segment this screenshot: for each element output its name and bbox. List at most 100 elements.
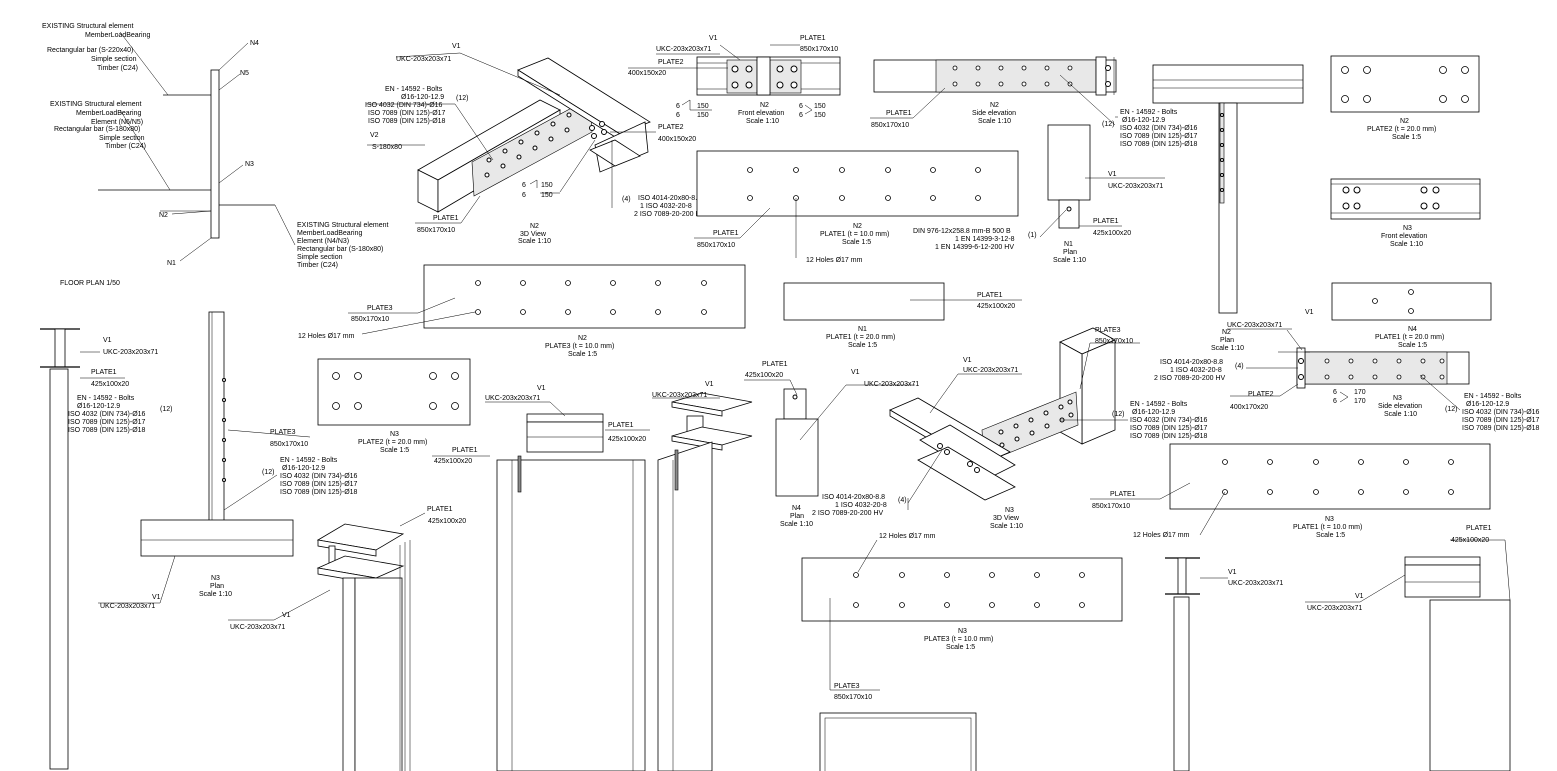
- iso-column-c: [657, 441, 713, 771]
- svg-text:6: 6: [676, 103, 680, 110]
- svg-text:V1: V1: [851, 369, 860, 376]
- svg-text:MemberLoadBearing: MemberLoadBearing: [85, 32, 150, 39]
- n4-plan: PLATE1 425x100x20 V1 UKC-203x203x71 N4 P…: [744, 361, 919, 528]
- svg-text:850x170x10: 850x170x10: [800, 46, 838, 53]
- n4-column: [775, 418, 819, 497]
- svg-text:(4): (4): [1235, 363, 1244, 370]
- svg-text:PLATE1 (t = 10.0 mm): PLATE1 (t = 10.0 mm): [820, 231, 889, 238]
- svg-text:N2: N2: [578, 335, 587, 342]
- svg-text:UKC-203x203x71: UKC-203x203x71: [485, 395, 540, 402]
- svg-text:EN - 14592 - Bolts: EN - 14592 - Bolts: [385, 86, 443, 93]
- svg-text:Simple section: Simple section: [297, 254, 343, 261]
- svg-text:N3: N3: [1393, 395, 1402, 402]
- svg-text:2 ISO 7089-20-200 HV: 2 ISO 7089-20-200 HV: [1154, 375, 1226, 382]
- svg-text:Scale 1:10: Scale 1:10: [1211, 345, 1244, 352]
- svg-text:Ø16-120-12.9: Ø16-120-12.9: [1466, 401, 1509, 408]
- svg-text:PLATE1: PLATE1: [1110, 491, 1136, 498]
- svg-text:12 Holes Ø17 mm: 12 Holes Ø17 mm: [879, 533, 936, 540]
- iso-column-b: [496, 459, 646, 771]
- n3-plate1-view: PLATE1 850x170x10 12 Holes Ø17 mm N3 PLA…: [1090, 443, 1491, 539]
- svg-text:1 ISO 4032-20-8: 1 ISO 4032-20-8: [640, 203, 692, 210]
- svg-text:Scale 1:5: Scale 1:5: [380, 447, 409, 454]
- svg-text:PLATE1: PLATE1: [713, 230, 739, 237]
- svg-text:Ø16-120-12.9: Ø16-120-12.9: [1132, 409, 1175, 416]
- svg-text:6: 6: [799, 103, 803, 110]
- svg-text:N3: N3: [390, 431, 399, 438]
- svg-text:S-180x80: S-180x80: [372, 144, 402, 151]
- svg-text:UKC-203x203x71: UKC-203x203x71: [230, 624, 285, 631]
- svg-text:ISO 7089 (DIN 125)-Ø17: ISO 7089 (DIN 125)-Ø17: [1130, 425, 1208, 432]
- svg-text:425x100x20: 425x100x20: [608, 436, 646, 443]
- svg-text:PLATE1: PLATE1: [886, 110, 912, 117]
- svg-text:N4: N4: [1408, 326, 1417, 333]
- svg-text:Plan: Plan: [1220, 337, 1234, 344]
- plate-n1: [1058, 199, 1080, 229]
- n2-plan: N2 Plan Scale 1:10: [1152, 64, 1304, 352]
- plate1-n2: [696, 150, 1019, 217]
- svg-text:PLATE1 (t = 20.0 mm): PLATE1 (t = 20.0 mm): [826, 334, 895, 341]
- svg-text:(12): (12): [456, 95, 468, 102]
- iso-column-a: [342, 577, 356, 771]
- svg-text:Simple section: Simple section: [99, 135, 145, 142]
- svg-text:EN - 14592 - Bolts: EN - 14592 - Bolts: [1464, 393, 1522, 400]
- svg-text:PLATE2: PLATE2: [658, 124, 684, 131]
- svg-text:PLATE1: PLATE1: [433, 215, 459, 222]
- svg-text:N2: N2: [1400, 118, 1409, 125]
- svg-text:N2: N2: [1222, 329, 1231, 336]
- svg-text:Rectangular bar (S-180x80): Rectangular bar (S-180x80): [297, 246, 383, 253]
- svg-text:PLATE3: PLATE3: [270, 429, 296, 436]
- svg-text:Timber (C24): Timber (C24): [105, 143, 146, 150]
- svg-text:Ø16-120-12.9: Ø16-120-12.9: [282, 465, 325, 472]
- n3-plan-beam: [140, 519, 294, 557]
- svg-text:PLATE1 (t = 10.0 mm): PLATE1 (t = 10.0 mm): [1293, 524, 1362, 531]
- svg-text:UKC-203x203x71: UKC-203x203x71: [396, 56, 451, 63]
- svg-text:ISO 7089 (DIN 125)-Ø18: ISO 7089 (DIN 125)-Ø18: [68, 427, 146, 434]
- svg-text:1 EN 14399-6-12-200 HV: 1 EN 14399-6-12-200 HV: [935, 244, 1014, 251]
- node-label-n3: N3: [245, 161, 254, 168]
- svg-text:Side elevation: Side elevation: [972, 110, 1016, 117]
- svg-text:ISO 4032 (DIN 734)-Ø16: ISO 4032 (DIN 734)-Ø16: [280, 473, 358, 480]
- n3-front-elevation: N3 Front elevation Scale 1:10: [1330, 178, 1481, 248]
- svg-text:ISO 7089 (DIN 125)-Ø17: ISO 7089 (DIN 125)-Ø17: [1462, 417, 1540, 424]
- svg-text:ISO 4032 (DIN 734)-Ø16: ISO 4032 (DIN 734)-Ø16: [68, 411, 146, 418]
- svg-text:PLATE1: PLATE1: [977, 292, 1003, 299]
- n3-plan-bolts: [222, 378, 226, 482]
- n2-plate2-view: N2 PLATE2 (t = 20.0 mm) Scale 1:5: [1330, 55, 1480, 141]
- svg-text:ISO 4032 (DIN 734)-Ø16: ISO 4032 (DIN 734)-Ø16: [1120, 125, 1198, 132]
- svg-text:Rectangular bar (S-180x80): Rectangular bar (S-180x80): [54, 126, 140, 133]
- plate1-n2-holes: [747, 167, 981, 201]
- svg-text:(4): (4): [898, 497, 907, 504]
- svg-text:PLATE3: PLATE3: [834, 683, 860, 690]
- svg-text:Scale 1:5: Scale 1:5: [1316, 532, 1345, 539]
- svg-text:ISO 7089 (DIN 125)-Ø17: ISO 7089 (DIN 125)-Ø17: [68, 419, 146, 426]
- svg-text:Scale 1:10: Scale 1:10: [518, 238, 551, 245]
- n3-bolts: [937, 399, 1074, 473]
- svg-text:MemberLoadBearing: MemberLoadBearing: [76, 110, 141, 117]
- plate1-3d: [471, 97, 593, 197]
- svg-text:N3: N3: [1325, 516, 1334, 523]
- plate1-n3: [1169, 443, 1491, 510]
- timber-post-left: [49, 368, 69, 770]
- n2-side-elevation: PLATE1 850x170x10 N2 Side elevation Scal…: [870, 56, 1198, 148]
- svg-text:PLATE1: PLATE1: [762, 361, 788, 368]
- svg-text:N3: N3: [1403, 225, 1412, 232]
- svg-text:425x100x20: 425x100x20: [1093, 230, 1131, 237]
- svg-text:3D View: 3D View: [993, 515, 1020, 522]
- svg-text:(1): (1): [1028, 232, 1037, 239]
- svg-text:ISO 4014-20x80-8.8: ISO 4014-20x80-8.8: [822, 494, 885, 501]
- svg-text:EN - 14592 - Bolts: EN - 14592 - Bolts: [1120, 109, 1178, 116]
- svg-text:UKC-203x203x71: UKC-203x203x71: [1307, 605, 1362, 612]
- n2-plate3-view: PLATE3 850x170x10 12 Holes Ø17 mm N2 PLA…: [298, 264, 746, 358]
- plate3-n3-holes: [853, 572, 1085, 608]
- svg-text:(12): (12): [1445, 406, 1457, 413]
- svg-text:PLATE3 (t = 10.0 mm): PLATE3 (t = 10.0 mm): [924, 636, 993, 643]
- bottom-right-views: V1 UKC-203x203x71 V1 UKC-203x203x71 PLAT…: [1165, 525, 1511, 771]
- svg-text:Ø16-120-12.9: Ø16-120-12.9: [1122, 117, 1165, 124]
- svg-text:N1: N1: [1064, 241, 1073, 248]
- svg-text:ISO 7089 (DIN 125)-Ø17: ISO 7089 (DIN 125)-Ø17: [280, 481, 358, 488]
- svg-text:PLATE1: PLATE1: [800, 35, 826, 42]
- svg-text:Scale 1:5: Scale 1:5: [946, 644, 975, 651]
- svg-text:V1: V1: [282, 612, 291, 619]
- svg-text:Scale 1:10: Scale 1:10: [990, 523, 1023, 530]
- svg-text:170: 170: [1354, 389, 1366, 396]
